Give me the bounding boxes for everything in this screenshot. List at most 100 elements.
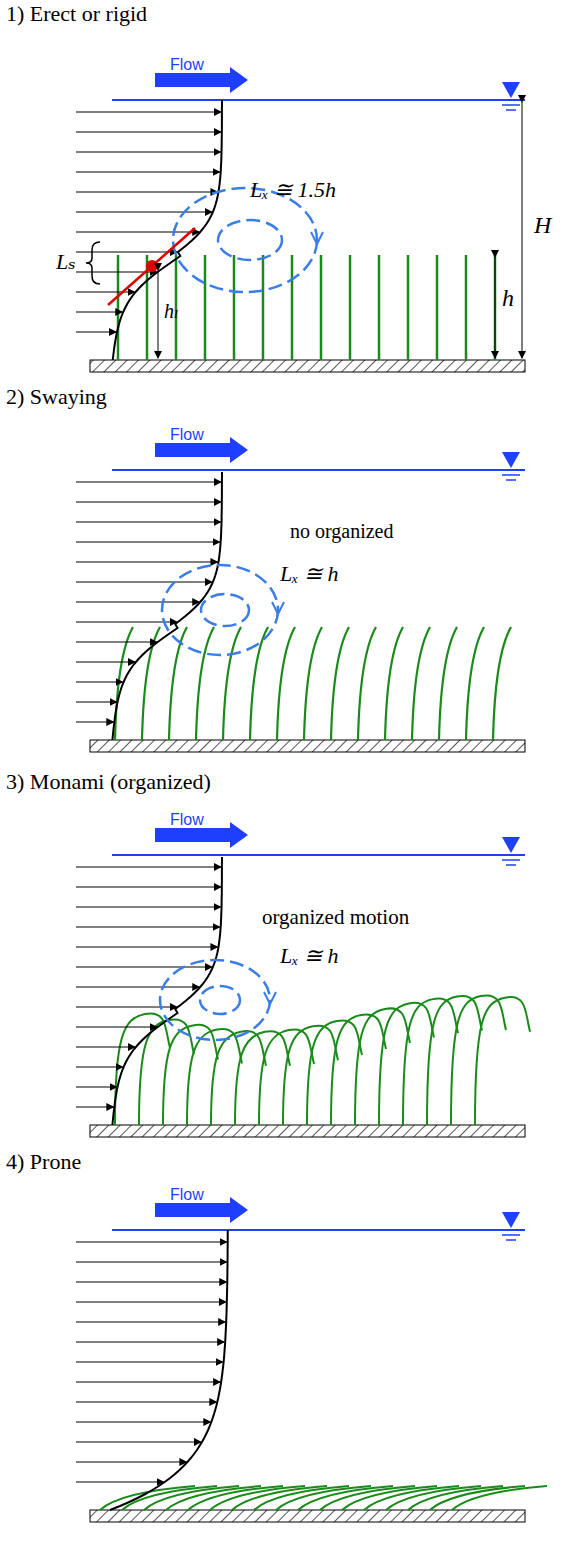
velocity-arrow: [76, 682, 123, 683]
vortex-arrow: [311, 232, 323, 244]
inflection-point: [146, 260, 158, 272]
plant-stem: [196, 627, 214, 740]
velocity-arrow: [76, 582, 212, 583]
annotation: organized motion: [262, 906, 409, 929]
velocity-arrow: [76, 1442, 201, 1443]
plant-stem: [355, 1008, 410, 1125]
panel-title: 1) Erect or rigid: [6, 2, 147, 26]
velocity-arrow: [76, 132, 221, 133]
velocity-arrow: [76, 1262, 227, 1263]
water-level-symbol: [502, 474, 520, 476]
water-level-symbol: [502, 837, 520, 853]
velocity-arrow: [76, 192, 217, 193]
plant-stem: [204, 255, 207, 360]
plant-stem: [233, 255, 236, 360]
velocity-arrow: [76, 1047, 135, 1048]
water-level-symbol: [506, 479, 516, 481]
dimension-line: [158, 270, 159, 358]
velocity-arrow: [76, 927, 220, 928]
velocity-arrow: [76, 152, 221, 153]
water-level-symbol: [502, 1212, 520, 1228]
vortex: [218, 220, 282, 260]
panel-title: 4) Prone: [6, 1150, 81, 1174]
plant-stem: [262, 255, 265, 360]
plant-stem: [277, 627, 295, 740]
plant-stem: [349, 255, 352, 360]
velocity-arrow: [76, 702, 117, 703]
plant-stem: [403, 999, 458, 1125]
plant-stem: [211, 1031, 266, 1125]
vortex-arrow: [272, 602, 284, 614]
velocity-arrow: [76, 292, 135, 293]
panel-title: 2) Swaying: [6, 385, 107, 409]
velocity-arrow: [76, 1482, 164, 1483]
velocity-arrow: [76, 602, 199, 603]
plant-stem: [320, 255, 323, 360]
velocity-arrow: [76, 907, 221, 908]
water-surface: [112, 854, 525, 856]
plant-stem: [259, 1029, 314, 1125]
velocity-arrow: [76, 1462, 186, 1463]
velocity-arrow: [76, 1302, 226, 1303]
vortex: [200, 986, 240, 1014]
velocity-arrow: [76, 232, 199, 233]
plant-stem: [223, 627, 241, 740]
plant-stem: [465, 255, 468, 360]
velocity-arrow: [76, 1402, 216, 1403]
velocity-arrow: [76, 332, 116, 333]
velocity-arrow: [76, 642, 157, 643]
plant-stem: [304, 627, 322, 740]
vortex: [173, 188, 317, 292]
plant-stem: [187, 1029, 242, 1125]
water-level-symbol: [502, 104, 520, 106]
channel-bed: [90, 740, 525, 752]
plant-stem: [439, 627, 457, 740]
water-level-symbol: [506, 109, 516, 111]
velocity-arrow: [76, 502, 221, 503]
velocity-arrow: [76, 1242, 227, 1243]
velocity-arrow: [76, 1322, 225, 1323]
dimension-line: [495, 257, 496, 358]
annotation: no organized: [290, 520, 394, 542]
water-level-symbol: [502, 82, 520, 98]
water-level-symbol: [502, 452, 520, 468]
tangent-line: [108, 228, 195, 305]
plant-stem: [378, 255, 381, 360]
annotation: h: [502, 285, 514, 311]
plant-stem: [493, 627, 511, 740]
plant-stem: [412, 627, 430, 740]
plant-stem: [379, 1003, 434, 1125]
velocity-arrow: [76, 622, 177, 623]
plant-stem: [291, 255, 294, 360]
velocity-arrow: [76, 522, 221, 523]
velocity-arrow: [76, 867, 221, 868]
flow-label: Flow: [170, 811, 204, 829]
velocity-arrow: [76, 722, 113, 723]
velocity-arrow: [76, 562, 217, 563]
panel-title: 3) Monami (organized): [6, 770, 211, 794]
velocity-arrow: [76, 1382, 220, 1383]
velocity-arrow: [76, 112, 221, 113]
plant-stem: [283, 1026, 338, 1125]
plant-stem: [452, 1486, 547, 1510]
velocity-arrow: [76, 1027, 157, 1028]
plant-stem: [235, 1031, 290, 1125]
velocity-arrow: [76, 1107, 113, 1108]
velocity-profile: [113, 100, 222, 360]
annotation: hₗ: [164, 300, 179, 322]
velocity-arrow: [76, 987, 199, 988]
velocity-arrow: [76, 1422, 210, 1423]
velocity-profile: [110, 1230, 228, 1510]
channel-bed: [90, 1510, 525, 1522]
water-surface: [112, 469, 525, 471]
annotation: H: [534, 212, 551, 238]
annotation: Lₓ ≅ h: [280, 944, 339, 968]
water-surface: [112, 1229, 525, 1231]
channel-bed: [90, 360, 525, 372]
plant-stem: [436, 255, 439, 360]
plant-stem: [331, 627, 349, 740]
flow-label: Flow: [170, 1186, 204, 1204]
vortex: [160, 960, 270, 1040]
dimension-line: [522, 102, 523, 358]
